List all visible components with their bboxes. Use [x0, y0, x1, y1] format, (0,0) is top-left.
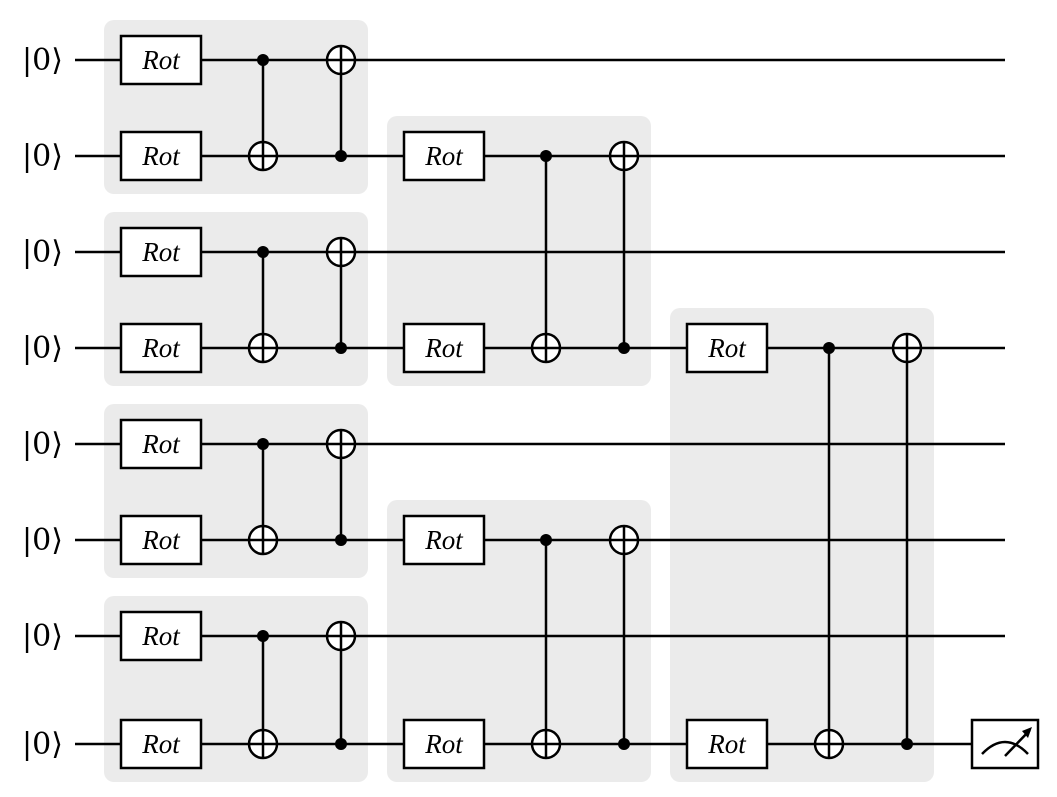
rot-gate-box	[119, 130, 203, 182]
initial-state-label: |0⟩	[22, 523, 63, 558]
rot-gate-label: Rot	[707, 333, 747, 363]
cnot-control-dot	[335, 738, 347, 750]
labels-layer: |0⟩ |0⟩ |0⟩ |0⟩ |0⟩ |0⟩ |0⟩ |0⟩	[22, 43, 63, 762]
rot-gate-label: Rot	[141, 729, 181, 759]
entangling-block	[670, 308, 934, 782]
measurement-icon	[970, 718, 1040, 770]
rot-gate-label: Rot	[141, 45, 181, 75]
rot-gate-label: Rot	[424, 141, 464, 171]
cnot-control-dot	[540, 150, 552, 162]
cnot-control-dot	[335, 342, 347, 354]
cnot-control-dot	[257, 438, 269, 450]
rot-gate-box	[402, 322, 486, 374]
measurement-arc	[981, 740, 1029, 755]
initial-state-label: |0⟩	[22, 43, 63, 78]
rot-gate-label: Rot	[141, 237, 181, 267]
initial-state-label: |0⟩	[22, 727, 63, 762]
initial-state-label: |0⟩	[22, 427, 63, 462]
rot-gate-box	[119, 322, 203, 374]
cnot-control-dot	[335, 534, 347, 546]
initial-state-label: |0⟩	[22, 139, 63, 174]
cnot-control-dot	[618, 738, 630, 750]
rot-gate-label: Rot	[424, 729, 464, 759]
rot-gate-box	[685, 322, 769, 374]
rot-gate-box	[119, 610, 203, 662]
rot-gate-label: Rot	[707, 729, 747, 759]
cnot-control-dot	[823, 342, 835, 354]
rot-gate-box	[119, 34, 203, 86]
cnot-control-dot	[257, 246, 269, 258]
rot-gate-label: Rot	[141, 429, 181, 459]
gates-layer: RotRotRotRotRotRotRotRotRotRotRotRotRotR…	[119, 34, 1040, 770]
initial-state-label: |0⟩	[22, 619, 63, 654]
cnot-control-dot	[901, 738, 913, 750]
cnot-control-dot	[257, 54, 269, 66]
cnot-control-dot	[335, 150, 347, 162]
rot-gate-box	[685, 718, 769, 770]
cnot-control-dot	[618, 342, 630, 354]
entangling-block	[387, 500, 651, 782]
cnot-control-dot	[540, 534, 552, 546]
rot-gate-label: Rot	[141, 333, 181, 363]
initial-state-label: |0⟩	[22, 235, 63, 270]
rot-gate-box	[402, 514, 486, 566]
rot-gate-label: Rot	[141, 141, 181, 171]
rot-gate-box	[402, 718, 486, 770]
rot-gate-box	[402, 130, 486, 182]
rot-gate-label: Rot	[424, 525, 464, 555]
rot-gate-box	[119, 514, 203, 566]
initial-state-label: |0⟩	[22, 331, 63, 366]
cnot-control-dot	[257, 630, 269, 642]
blocks-layer	[104, 20, 934, 782]
rot-gate-label: Rot	[424, 333, 464, 363]
rot-gate-label: Rot	[141, 525, 181, 555]
rot-gate-box	[119, 226, 203, 278]
rot-gate-box	[119, 418, 203, 470]
rot-gate-box	[119, 718, 203, 770]
measurement-arrowhead	[1022, 727, 1032, 738]
rot-gate-label: Rot	[141, 621, 181, 651]
